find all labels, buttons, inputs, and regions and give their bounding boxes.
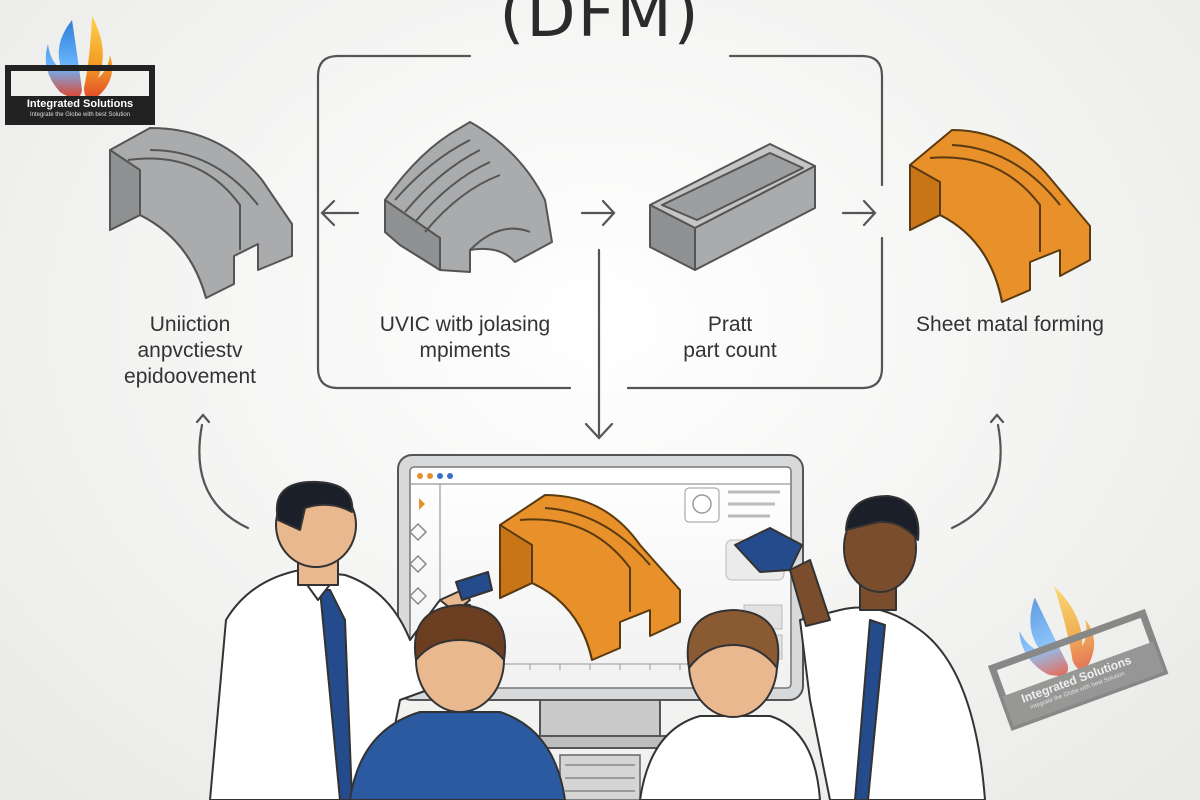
logo-name: Integrated Solutions [26, 98, 134, 110]
step-4-line-1: Sheet matal forming [916, 313, 1104, 336]
frame-top-left [316, 54, 572, 390]
person-seated-left [349, 604, 566, 800]
step-label-3: Pratt part count [640, 312, 820, 364]
curve-right-head [989, 413, 1005, 424]
person-right-engineer [734, 495, 986, 800]
curve-left-head [195, 413, 211, 424]
step-label-2: UVIC witb jolasing mpiments [350, 312, 580, 364]
step-2-line-1: UVIC witb jolasing [379, 313, 551, 336]
person-left-engineer [209, 480, 493, 800]
frame-top-right [728, 54, 884, 187]
company-logo [5, 16, 155, 125]
part-1-gray-bracket [109, 127, 293, 299]
logo-tagline: Integrate the Globe with best Solution [29, 112, 131, 118]
part-4-orange-bracket [909, 129, 1091, 303]
part-2-gray-ribbed [384, 121, 553, 273]
step-2-line-2: mpiments [419, 339, 511, 362]
step-1-line-2: anpvctiestv [137, 339, 243, 362]
diagram-title: (DFM) [499, 0, 701, 52]
screen-orange-part [499, 494, 681, 661]
arrow-right-1 [580, 199, 616, 227]
arrow-left [320, 199, 360, 227]
center-down-arrowhead [584, 422, 614, 440]
step-1-line-1: Uniiction [149, 313, 231, 336]
curve-right [950, 423, 1002, 530]
step-3-line-2: part count [683, 339, 777, 362]
curve-left [198, 423, 250, 530]
step-1-line-3: epidoovement [124, 365, 256, 388]
watermark-logo [987, 586, 1169, 731]
frame-bottom-right [626, 236, 884, 390]
step-3-line-1: Pratt [707, 313, 753, 336]
part-3-gray-tray [649, 143, 816, 271]
logo-flame-icon [45, 20, 82, 99]
step-label-4: Sheet matal forming [890, 312, 1130, 338]
flow-connectors [195, 54, 1005, 530]
person-seated-right [639, 609, 821, 800]
step-label-1: Uniiction anpvctiestv epidoovement [95, 312, 285, 390]
arrow-right-2 [841, 199, 877, 227]
